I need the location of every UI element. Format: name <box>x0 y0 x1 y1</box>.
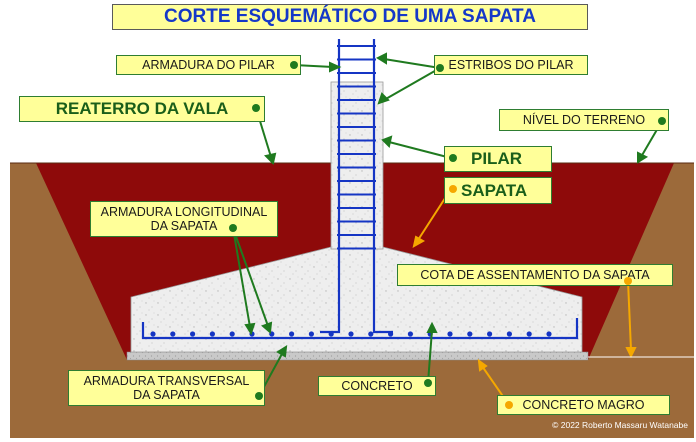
label-armadura-longitudinal: ARMADURA LONGITUDINAL DA SAPATA <box>90 201 278 237</box>
transverse-bar-dot <box>229 331 235 337</box>
transverse-bar-dot <box>150 331 156 337</box>
arrowhead <box>276 345 288 358</box>
transverse-bar-dot <box>407 331 413 337</box>
label-text: CONCRETO <box>341 379 413 393</box>
arrowhead <box>377 92 390 105</box>
label-armadura-transversal: ARMADURA TRANSVERSAL DA SAPATA <box>68 370 265 406</box>
label-armadura-pilar: ARMADURA DO PILAR <box>116 55 301 75</box>
pointer-estribos-2 <box>383 67 441 101</box>
transverse-bar-dot <box>388 331 394 337</box>
label-text: ARMADURA DO PILAR <box>142 58 275 72</box>
transverse-bar-dot <box>467 331 473 337</box>
arrowhead <box>264 152 277 165</box>
transverse-bar-dot <box>546 331 552 337</box>
label-nivel-terreno: NÍVEL DO TERRENO <box>499 109 669 131</box>
transverse-bar-dot <box>209 331 215 337</box>
label-text: PILAR <box>471 149 522 168</box>
footing-longitudinal-bar <box>141 318 579 340</box>
label-cota-assentamento: COTA DE ASSENTAMENTO DA SAPATA <box>397 264 673 286</box>
label-text: REATERRO DA VALA <box>55 99 229 118</box>
label-pilar: PILAR <box>444 146 552 172</box>
arrowhead <box>412 235 426 248</box>
arrowhead <box>637 151 649 164</box>
column-rebar-right <box>372 39 393 334</box>
label-concreto: CONCRETO <box>318 376 436 396</box>
pointer-long-1 <box>232 227 251 328</box>
transverse-bar-dot <box>170 331 176 337</box>
column-stirrups <box>337 45 376 250</box>
lean-concrete <box>126 351 589 361</box>
transverse-bar-dot <box>368 331 374 337</box>
arrowhead <box>426 321 438 333</box>
transverse-bar-dot <box>487 331 493 337</box>
copyright-text: © 2022 Roberto Massaru Watanabe <box>552 420 688 430</box>
transverse-bar-dot <box>447 331 453 337</box>
transverse-bar-dot <box>308 331 314 337</box>
transverse-bar-dot <box>348 331 354 337</box>
arrowhead <box>477 358 488 372</box>
arrowhead <box>381 135 393 148</box>
pointer-pilar <box>388 141 452 159</box>
pointer-cota <box>627 280 632 351</box>
transverse-bar-dot <box>289 331 295 337</box>
label-reaterro-vala: REATERRO DA VALA <box>19 96 265 122</box>
arrowhead <box>625 347 637 359</box>
arrowhead <box>261 321 273 334</box>
pointer-long-2 <box>232 227 269 327</box>
label-text: SAPATA <box>461 180 528 200</box>
label-concreto-magro: CONCRETO MAGRO <box>497 395 670 415</box>
label-text: ESTRIBOS DO PILAR <box>448 58 574 72</box>
transverse-bar-dot <box>190 331 196 337</box>
label-text: COTA DE ASSENTAMENTO DA SAPATA <box>420 268 650 282</box>
transverse-bar-dot <box>506 331 512 337</box>
label-estribos-pilar: ESTRIBOS DO PILAR <box>434 55 588 75</box>
arrowhead <box>244 322 256 336</box>
arrowhead <box>375 52 387 65</box>
transverse-bar-dot <box>328 331 334 337</box>
label-text: ARMADURA TRANSVERSAL DA SAPATA <box>83 374 250 402</box>
label-text: CONCRETO MAGRO <box>522 398 645 412</box>
pointer-estribos-1 <box>383 58 441 69</box>
column-rebar-left <box>320 39 341 334</box>
label-text: NÍVEL DO TERRENO <box>522 113 646 127</box>
arrowhead <box>329 61 342 73</box>
label-sapata: SAPATA <box>444 177 552 204</box>
diagram-title: CORTE ESQUEMÁTICO DE UMA SAPATA <box>112 4 588 30</box>
label-text: ARMADURA LONGITUDINAL DA SAPATA <box>100 205 268 233</box>
footing-transverse-bars <box>150 331 552 337</box>
transverse-bar-dot <box>526 331 532 337</box>
pointer-concreto <box>427 329 433 384</box>
